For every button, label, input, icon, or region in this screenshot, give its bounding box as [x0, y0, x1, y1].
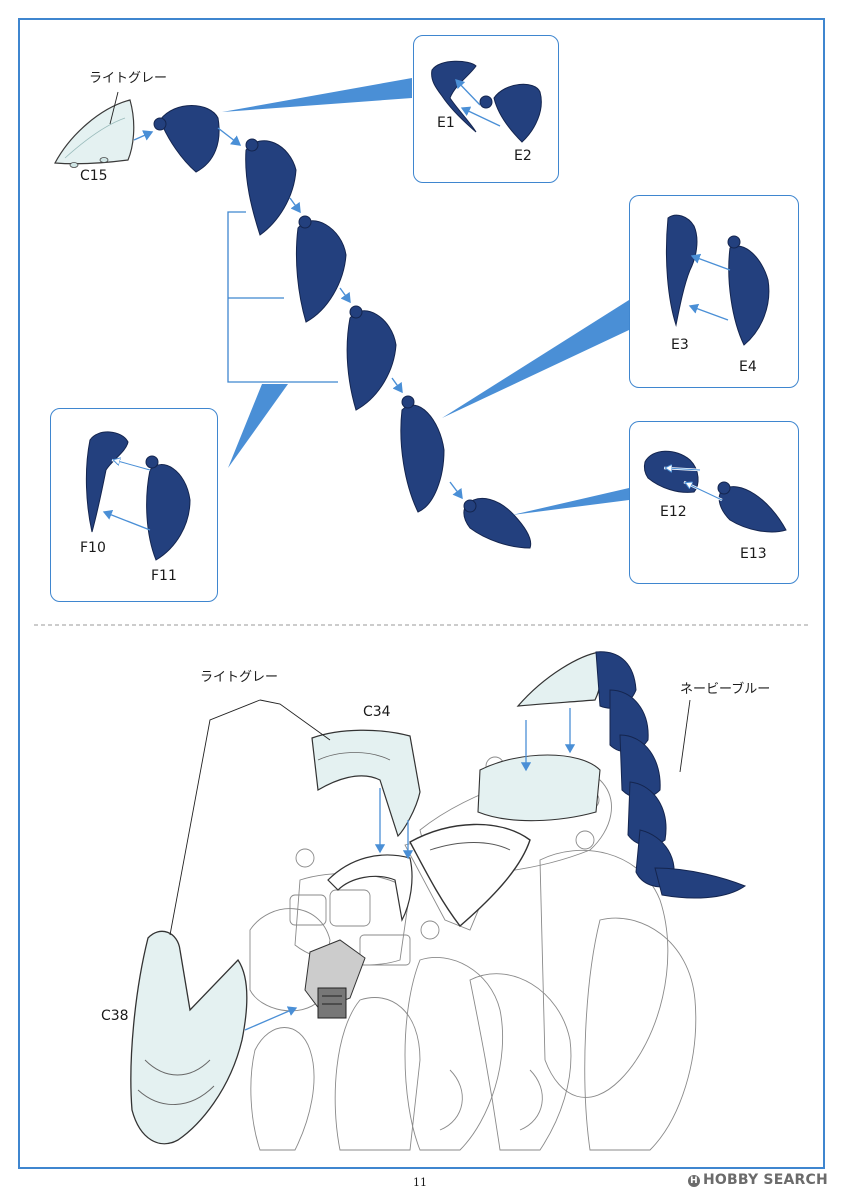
label-e12: E12 — [660, 504, 687, 520]
step-b-arrows — [244, 708, 576, 1031]
bracket-lines — [227, 211, 338, 383]
label-f10: F10 — [80, 540, 106, 556]
detail-f10-f11 — [85, 431, 191, 561]
label-e3: E3 — [671, 337, 689, 353]
tail-segment-1 — [153, 105, 220, 173]
label-e4: E4 — [739, 359, 757, 375]
tail-segment-2 — [245, 138, 297, 236]
leader-c15 — [109, 91, 119, 125]
part-c34-shape — [311, 729, 421, 838]
watermark-text: HOBBY SEARCH — [703, 1172, 828, 1188]
part-c15-shape — [54, 99, 135, 168]
back-panel-shape — [477, 754, 601, 822]
label-light-gray-a: ライトグレー — [89, 71, 168, 86]
label-e2: E2 — [514, 148, 532, 164]
tail-base-shape — [516, 651, 603, 707]
tail-segment-6 — [463, 497, 532, 549]
page-frame — [18, 18, 825, 1169]
assembled-tail-shape — [595, 651, 747, 899]
leader-c38 — [169, 699, 261, 936]
detail-e1-e2 — [431, 60, 542, 143]
callout-e3-e4 — [629, 195, 799, 388]
label-e13: E13 — [740, 546, 767, 562]
tail-segment-4 — [346, 305, 397, 411]
saddle-shape — [409, 823, 531, 928]
part-c38-shape — [130, 930, 248, 1145]
label-c38: C38 — [101, 1008, 129, 1024]
tail-segment-3 — [295, 215, 347, 323]
detail-e12-e13 — [643, 450, 787, 533]
c34-mount-shape — [327, 854, 413, 922]
wedge-e1-e2 — [222, 78, 412, 112]
label-light-gray-b: ライトグレー — [200, 670, 279, 685]
wedge-e12-e13 — [512, 488, 629, 515]
watermark-logo-icon: H — [688, 1175, 700, 1187]
label-c34: C34 — [363, 704, 391, 720]
label-e1: E1 — [437, 115, 455, 131]
label-navy-blue: ネービーブルー — [680, 682, 771, 697]
label-f11: F11 — [151, 568, 177, 584]
label-c15: C15 — [80, 168, 108, 184]
wedge-e3-e4 — [442, 300, 629, 418]
leader-navy — [679, 699, 691, 773]
leader-c34 — [259, 699, 331, 741]
tail-segment-5 — [400, 395, 445, 513]
detail-e3-e4 — [665, 214, 770, 346]
wedge-f10-f11 — [228, 384, 288, 468]
connector-shape — [304, 939, 366, 1019]
page-number: 11 — [413, 1176, 427, 1189]
chain-arrows — [133, 127, 463, 500]
callout-e12-e13 — [629, 421, 799, 584]
